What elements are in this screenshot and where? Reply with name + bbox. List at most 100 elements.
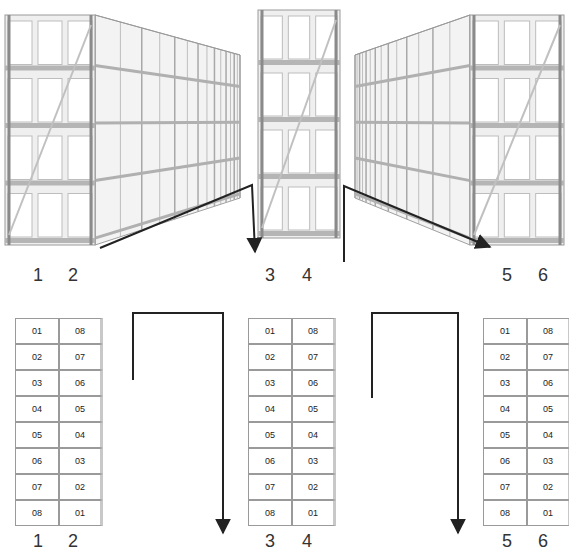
rack-beam <box>95 121 240 125</box>
rack-box <box>261 16 282 59</box>
rack-beam <box>470 181 564 186</box>
rack-beam <box>470 66 564 71</box>
table-cell: 01 <box>483 318 527 344</box>
rack-box <box>473 21 498 65</box>
rack-box <box>504 136 529 180</box>
table-cell: 08 <box>527 318 569 344</box>
rack-post <box>449 22 450 237</box>
rack-post <box>375 48 377 206</box>
rack-beam <box>5 181 95 186</box>
rack-box <box>536 136 561 180</box>
rack-post <box>230 52 231 201</box>
rack-post <box>388 43 390 211</box>
table-cell: 04 <box>292 422 336 448</box>
rack-beam <box>5 123 95 128</box>
column-number: 6 <box>538 266 548 284</box>
rack-beam <box>470 238 564 243</box>
table-cell: 07 <box>248 474 292 500</box>
rack-beam <box>95 158 240 181</box>
rack-beam <box>470 123 564 128</box>
rack-beam <box>5 66 95 71</box>
rack-post <box>187 40 188 215</box>
rack-box <box>473 136 498 180</box>
rack-post <box>473 15 476 245</box>
rack-box <box>288 187 309 230</box>
table-cell: 04 <box>59 422 103 448</box>
table-cell: 05 <box>483 422 527 448</box>
table-cell: 05 <box>59 396 103 422</box>
rack-post <box>159 33 160 224</box>
table-cell: 06 <box>292 370 336 396</box>
rack-box <box>504 79 529 123</box>
rack-box <box>473 79 498 123</box>
aisle-arrow <box>372 313 458 533</box>
column-number: 1 <box>33 532 43 550</box>
rack-box <box>8 21 32 65</box>
rack-box <box>536 194 561 238</box>
rack-brace <box>9 25 91 235</box>
table-cell: 06 <box>59 370 103 396</box>
aisle-arrow <box>133 313 223 533</box>
rack-post <box>261 10 264 238</box>
rack-box <box>536 21 561 65</box>
rack-box <box>8 136 32 180</box>
rack-beam <box>355 158 470 181</box>
column-number: 1 <box>33 266 43 284</box>
rack-post <box>359 53 361 199</box>
column-number: 6 <box>538 532 548 550</box>
column-number: 5 <box>502 266 512 284</box>
table-cell: 03 <box>59 448 103 474</box>
rack-beam <box>95 194 240 238</box>
rack-beam <box>95 66 240 87</box>
table-cell: 03 <box>292 448 336 474</box>
table-cell: 02 <box>59 474 103 500</box>
rack-box <box>38 194 62 238</box>
table-cell: 04 <box>483 396 527 422</box>
table-cell: 07 <box>15 474 59 500</box>
rack-box <box>288 16 309 59</box>
rack-brace <box>262 20 336 228</box>
rack-front <box>258 10 340 238</box>
rack-post <box>214 48 216 206</box>
rack-box <box>316 16 337 59</box>
table-cell: 02 <box>248 344 292 370</box>
column-number: 4 <box>302 266 312 284</box>
rack-brace <box>474 25 560 235</box>
table-cell: 05 <box>248 422 292 448</box>
table-cell: 06 <box>248 448 292 474</box>
rack-post <box>354 55 356 198</box>
route-arrow <box>344 186 490 262</box>
table-cell: 07 <box>527 344 569 370</box>
rack-side <box>355 15 470 245</box>
table-cell: 07 <box>483 474 527 500</box>
table-cell: 01 <box>527 500 569 526</box>
rack-post <box>365 51 367 202</box>
rack-post <box>206 46 207 209</box>
rack-box <box>504 21 529 65</box>
column-number: 2 <box>68 532 78 550</box>
route-arrow <box>100 185 255 252</box>
table-cell: 01 <box>15 318 59 344</box>
table-cell: 08 <box>483 500 527 526</box>
table-cell: 03 <box>483 370 527 396</box>
rack-post <box>381 46 382 209</box>
rack-box <box>38 79 62 123</box>
column-number: 3 <box>265 532 275 550</box>
rack-post <box>220 50 221 205</box>
table-cell: 02 <box>292 474 336 500</box>
table-cell: 08 <box>248 500 292 526</box>
rack-beam <box>258 231 340 236</box>
rack-box <box>38 136 62 180</box>
rack-beam <box>355 121 470 125</box>
rack-box <box>316 187 337 230</box>
table-cell: 03 <box>15 370 59 396</box>
rack-post <box>237 54 238 199</box>
table-cell: 04 <box>248 396 292 422</box>
table-cell: 03 <box>527 448 569 474</box>
rack-box <box>68 194 92 238</box>
rack-post <box>90 15 93 245</box>
rack-box <box>68 136 92 180</box>
rack-box <box>261 73 282 116</box>
rack-post <box>406 37 408 219</box>
rack-post <box>197 43 199 211</box>
